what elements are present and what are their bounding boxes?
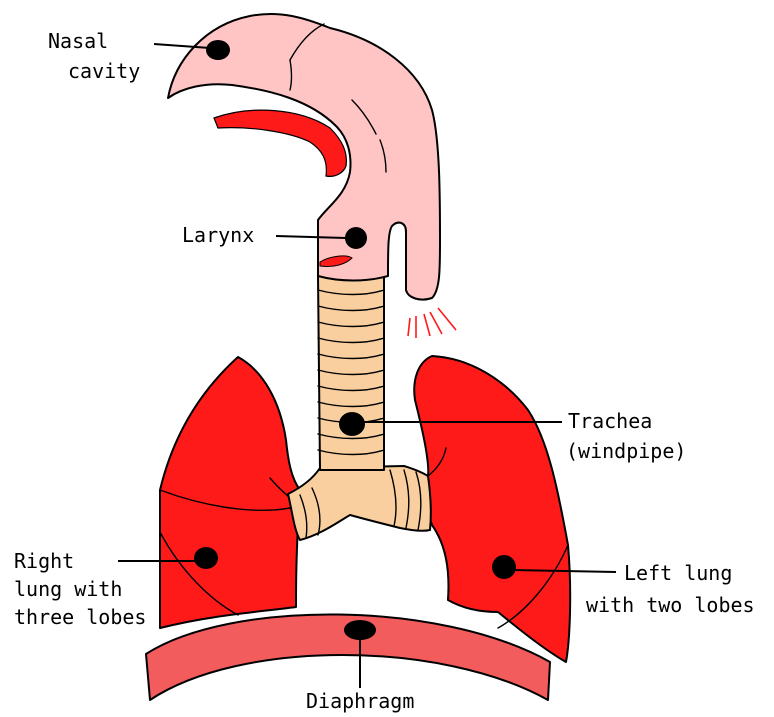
nasal-cavity-marker [206, 40, 230, 60]
diaphragm-marker [344, 620, 376, 640]
esophagus-flare [408, 308, 456, 338]
right-lung [160, 357, 300, 628]
left-lung-label-line1: Left lung [624, 561, 732, 585]
upper-airway [168, 14, 440, 300]
right-lung-shape [160, 357, 300, 628]
upper-airway-shape [168, 14, 440, 300]
right-lung-label-line3: three lobes [14, 605, 146, 629]
left-lung-marker [492, 555, 516, 579]
palate [214, 110, 346, 176]
left-lung-label-line2: with two lobes [586, 593, 755, 617]
trachea-marker [339, 412, 365, 436]
trachea [318, 276, 384, 470]
right-lung-label-line2: lung with [14, 577, 122, 601]
nasal-cavity-label-line2: cavity [68, 59, 140, 83]
left-lung [414, 356, 570, 662]
right-lung-label-line1: Right [14, 549, 74, 573]
larynx-label: Larynx [182, 223, 254, 247]
bronchi-shape [288, 466, 431, 540]
trachea-label-line1: Trachea [568, 409, 652, 433]
trachea-label-line2: (windpipe) [566, 439, 686, 463]
right-lung-marker [194, 547, 218, 569]
bronchi [288, 466, 431, 540]
nasal-cavity-label-line1: Nasal [48, 29, 108, 53]
left-lung-shape [414, 356, 570, 662]
diaphragm-label: Diaphragm [306, 689, 414, 713]
larynx-marker [345, 227, 367, 249]
